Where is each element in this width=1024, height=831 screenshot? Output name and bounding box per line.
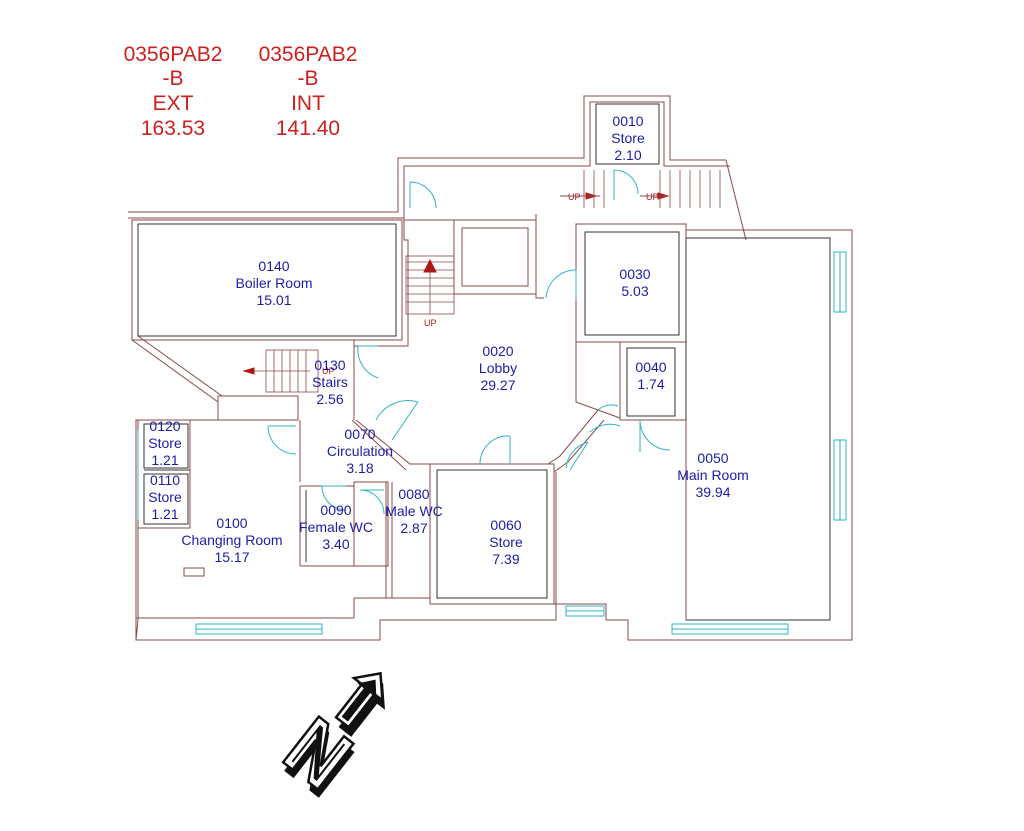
int-area: 141.40 (276, 117, 340, 140)
room-0020-label: 0020 Lobby 29.27 (479, 343, 517, 393)
room-0130-label: 0130 Stairs 2.56 (312, 357, 348, 407)
up-label: UP (646, 192, 659, 202)
room-id: 0140 (258, 258, 289, 274)
room-name: Store (489, 534, 523, 550)
int-code: 0356PAB2 (259, 43, 358, 66)
room-id: 0030 (619, 266, 650, 282)
room-name: Store (148, 435, 182, 451)
room-0100-label: 0100 Changing Room 15.17 (181, 515, 282, 565)
room-area: 1.74 (637, 376, 664, 392)
area-header-ext: 0356PAB2 -B EXT 163.53 (124, 43, 223, 140)
stair-0010: UP UP (560, 170, 721, 208)
room-name: Circulation (327, 443, 393, 459)
stair-0130: UP (242, 349, 335, 393)
room-name: Stairs (312, 374, 348, 390)
room-id: 0090 (320, 502, 351, 518)
room-id: 0050 (697, 450, 728, 466)
ext-suffix: -B (163, 67, 184, 90)
stair-lobby: UP (405, 255, 455, 328)
room-id: 0060 (490, 517, 521, 533)
room-0120-label: 0120 Store 1.21 (148, 418, 182, 468)
ext-area: 163.53 (141, 117, 205, 140)
area-header-int: 0356PAB2 -B INT 141.40 (259, 43, 358, 140)
room-0070-label: 0070 Circulation 3.18 (327, 426, 393, 476)
room-0110-label: 0110 Store 1.21 (148, 472, 182, 522)
room-0010-label: 0010 Store 2.10 (611, 113, 645, 163)
int-type: INT (291, 92, 325, 115)
room-id: 0130 (314, 357, 345, 373)
ext-type: EXT (153, 92, 194, 115)
int-suffix: -B (298, 67, 319, 90)
room-area: 2.87 (400, 520, 427, 536)
room-id: 0110 (150, 472, 180, 488)
room-name: Boiler Room (235, 275, 312, 291)
room-0080-label: 0080 Male WC 2.87 (385, 486, 443, 536)
room-name: Main Room (677, 467, 749, 483)
room-id: 0080 (398, 486, 429, 502)
room-area: 1.21 (151, 506, 178, 522)
room-area: 3.40 (322, 536, 349, 552)
room-id: 0070 (344, 426, 375, 442)
room-name: Changing Room (181, 532, 282, 548)
room-id: 0100 (216, 515, 247, 531)
walls (128, 95, 853, 641)
room-area: 3.18 (346, 460, 373, 476)
room-id: 0120 (149, 418, 180, 434)
room-0140-label: 0140 Boiler Room 15.01 (235, 258, 312, 308)
room-0040-label: 0040 1.74 (635, 359, 666, 392)
room-area: 2.56 (316, 391, 343, 407)
room-id: 0010 (612, 113, 643, 129)
room-area: 39.94 (695, 484, 730, 500)
room-name: Lobby (479, 360, 517, 376)
up-label: UP (322, 366, 335, 376)
room-area: 7.39 (492, 551, 519, 567)
room-area: 15.17 (214, 549, 249, 565)
room-area: 2.10 (614, 147, 641, 163)
room-0060-label: 0060 Store 7.39 (489, 517, 523, 567)
doors (267, 169, 671, 515)
room-0090-label: 0090 Female WC 3.40 (299, 502, 373, 552)
room-id: 0040 (635, 359, 666, 375)
up-label: UP (424, 318, 437, 328)
room-name: Store (611, 130, 645, 146)
room-0050-label: 0050 Main Room 39.94 (677, 450, 749, 500)
ext-code: 0356PAB2 (124, 43, 223, 66)
windows (137, 251, 847, 635)
room-0030-label: 0030 5.03 (619, 266, 650, 299)
room-name: Female WC (299, 519, 373, 535)
north-arrow-icon (281, 671, 385, 798)
room-name: Store (148, 489, 182, 505)
up-label: UP (568, 192, 581, 202)
room-id: 0020 (482, 343, 513, 359)
room-area: 29.27 (480, 377, 515, 393)
room-area: 1.21 (151, 452, 178, 468)
room-area: 5.03 (621, 283, 648, 299)
room-name: Male WC (385, 503, 443, 519)
room-area: 15.01 (256, 292, 291, 308)
